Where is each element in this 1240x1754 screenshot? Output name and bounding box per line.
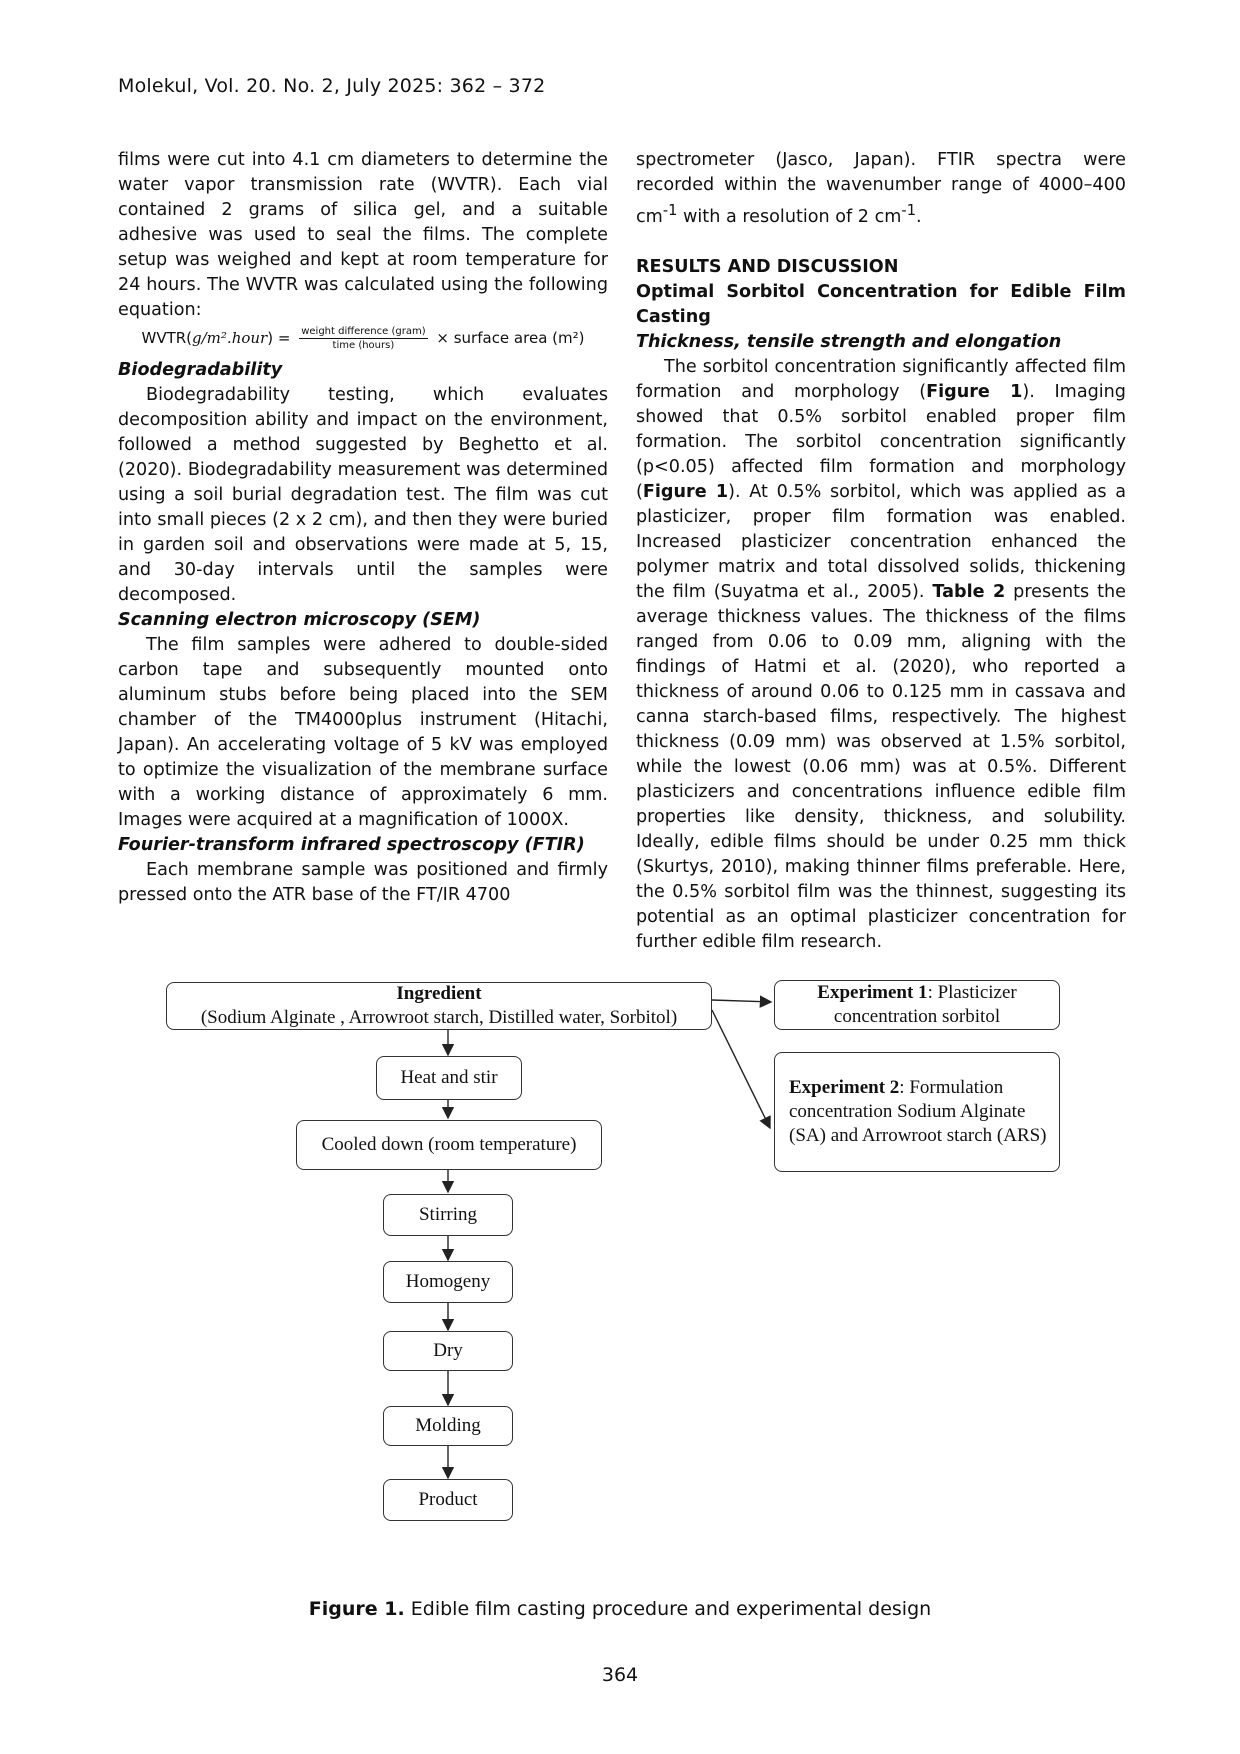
experiment-1-box: Experiment 1: Plasticizer concentration … — [774, 980, 1060, 1030]
experiment-2-box: Experiment 2: Formulation concentration … — [774, 1052, 1060, 1172]
experiment-2-text: : Formulation concentration Sodium Algin… — [789, 1077, 1047, 1146]
step-stirring: Stirring — [383, 1194, 513, 1236]
ftir-continued-text-2: with a resolution of 2 cm — [677, 206, 902, 227]
step-dry: Dry — [383, 1331, 513, 1371]
thickness-text-4: presents the average thickness values. T… — [636, 581, 1126, 952]
equation-lhs-suffix: ) = — [267, 329, 291, 347]
page-number: 364 — [601, 1664, 639, 1686]
figure-ref-2[interactable]: Figure 1 — [642, 481, 729, 502]
thickness-text-3: ). At 0.5% sorbitol, which was applied a… — [636, 481, 1126, 602]
figure-caption-text: Edible film casting procedure and experi… — [404, 1598, 932, 1620]
ftir-continued-text-1: spectrometer (Jasco, Japan). FTIR spectr… — [636, 150, 1126, 227]
equation-lhs-prefix: WVTR( — [141, 329, 193, 347]
step-heat-and-stir: Heat and stir — [376, 1056, 522, 1100]
biodegradability-paragraph: Biodegradability testing, which evaluate… — [118, 385, 608, 605]
thickness-text-2: ). Imaging showed that 0.5% sorbitol ena… — [636, 381, 1126, 502]
thickness-text-1: The sorbitol concentration significantly… — [636, 356, 1126, 402]
equation-rhs: × surface area (m²) — [436, 329, 585, 347]
step-product: Product — [383, 1479, 513, 1521]
ingredient-title: Ingredient — [396, 983, 482, 1004]
results-heading: RESULTS AND DISCUSSION — [636, 256, 899, 277]
sem-paragraph: The film samples were adhered to double-… — [118, 635, 608, 830]
equation-fraction: weight difference (gram) time (hours) — [299, 325, 428, 352]
running-head: Molekul, Vol. 20. No. 2, July 2025: 362 … — [118, 75, 546, 97]
left-column: films were cut into 4.1 cm diameters to … — [118, 148, 608, 908]
equation-lhs-variable: g/m².hour — [192, 329, 268, 347]
experiment-1-content: Experiment 1: Plasticizer concentration … — [775, 981, 1059, 1029]
ingredient-box: Ingredient (Sodium Alginate , Arrowroot … — [166, 982, 712, 1030]
section-heading: Optimal Sorbitol Concentration for Edibl… — [636, 281, 1126, 327]
step-homogeny: Homogeny — [383, 1261, 513, 1303]
wvtr-equation: WVTR(g/m².hour) = weight difference (gra… — [118, 325, 608, 352]
figure-ref-1[interactable]: Figure 1 — [926, 381, 1023, 402]
experiment-2-label: Experiment 2 — [789, 1077, 900, 1098]
experiment-1-text: : Plasticizer concentration sorbitol — [833, 982, 1017, 1027]
ftir-heading: Fourier-transform infrared spectroscopy … — [118, 835, 585, 855]
step-molding: Molding — [383, 1406, 513, 1446]
ftir-continued-paragraph: spectrometer (Jasco, Japan). FTIR spectr… — [636, 148, 1126, 230]
arrow-to-experiment-1 — [711, 995, 773, 1008]
equation-denominator: time (hours) — [332, 340, 395, 351]
step-cooled-down: Cooled down (room temperature) — [296, 1120, 602, 1170]
superscript-2: -1 — [901, 202, 917, 219]
right-column: spectrometer (Jasco, Japan). FTIR spectr… — [636, 148, 1126, 955]
spacer — [636, 230, 1126, 255]
figure-caption: Figure 1. Edible film casting procedure … — [0, 1598, 1240, 1620]
biodegradability-heading: Biodegradability — [118, 360, 283, 380]
subsection-heading: Thickness, tensile strength and elongati… — [636, 331, 1062, 352]
intro-paragraph: films were cut into 4.1 cm diameters to … — [118, 150, 608, 320]
equation-numerator: weight difference (gram) — [299, 326, 428, 339]
experiment-2-content: Experiment 2: Formulation concentration … — [789, 1076, 1059, 1148]
arrow-to-experiment-2 — [711, 1009, 771, 1130]
experiment-1-label: Experiment 1 — [817, 982, 928, 1003]
flowchart-connectors — [441, 995, 773, 1480]
ftir-continued-text-3: . — [916, 206, 922, 227]
thickness-paragraph: The sorbitol concentration significantly… — [636, 355, 1126, 955]
ftir-paragraph: Each membrane sample was positioned and … — [118, 860, 608, 905]
figure-1-flowchart: Ingredient (Sodium Alginate , Arrowroot … — [166, 980, 1076, 1590]
table-ref[interactable]: Table 2 — [932, 581, 1006, 602]
superscript-1: -1 — [662, 202, 678, 219]
sem-heading: Scanning electron microscopy (SEM) — [118, 610, 481, 630]
ingredient-list: (Sodium Alginate , Arrowroot starch, Dis… — [200, 1007, 678, 1028]
figure-caption-label: Figure 1. — [308, 1598, 405, 1620]
